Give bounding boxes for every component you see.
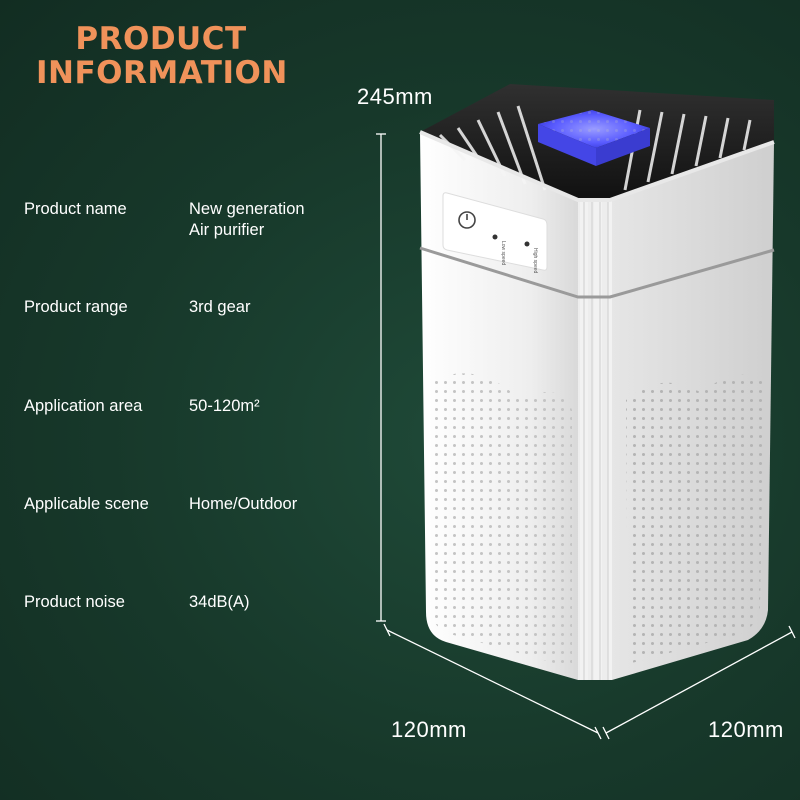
spec-value: 34dB(A) (189, 593, 250, 611)
power-icon[interactable] (458, 211, 476, 229)
depth-dimension-label: 120mm (708, 717, 784, 742)
spec-value: New generation Air purifier (189, 199, 305, 241)
height-dimension-label: 245mm (357, 84, 433, 109)
uv-light-module (538, 110, 650, 166)
low-speed-indicator (492, 234, 498, 240)
page-title: PRODUCT INFORMATION (36, 21, 288, 91)
spec-label: Product range (24, 298, 128, 316)
spec-value-line: Air purifier (189, 221, 265, 239)
spec-label: Product noise (24, 593, 125, 611)
spec-label: Product name (24, 200, 127, 218)
height-dimension-line (376, 133, 386, 622)
spec-label: Application area (24, 397, 143, 415)
width-dimension-line (383, 623, 602, 740)
high-speed-label: High speed (532, 248, 538, 274)
right-air-intake (626, 374, 764, 664)
left-air-intake (432, 373, 572, 668)
spec-value: 50-120m² (189, 397, 260, 415)
control-panel: Low speed High speed (442, 192, 548, 274)
high-speed-indicator (524, 241, 530, 247)
depth-dimension-line (602, 625, 796, 740)
title-line-1: PRODUCT (75, 21, 247, 57)
spec-value: Home/Outdoor (189, 495, 298, 513)
low-speed-label: Low speed (500, 241, 506, 265)
spec-value-line: New generation (189, 200, 305, 218)
spec-label: Applicable scene (24, 495, 149, 513)
width-dimension-label: 120mm (391, 717, 467, 742)
trim-line (419, 246, 775, 299)
title-line-2: INFORMATION (36, 55, 288, 91)
spec-value: 3rd gear (189, 298, 251, 316)
